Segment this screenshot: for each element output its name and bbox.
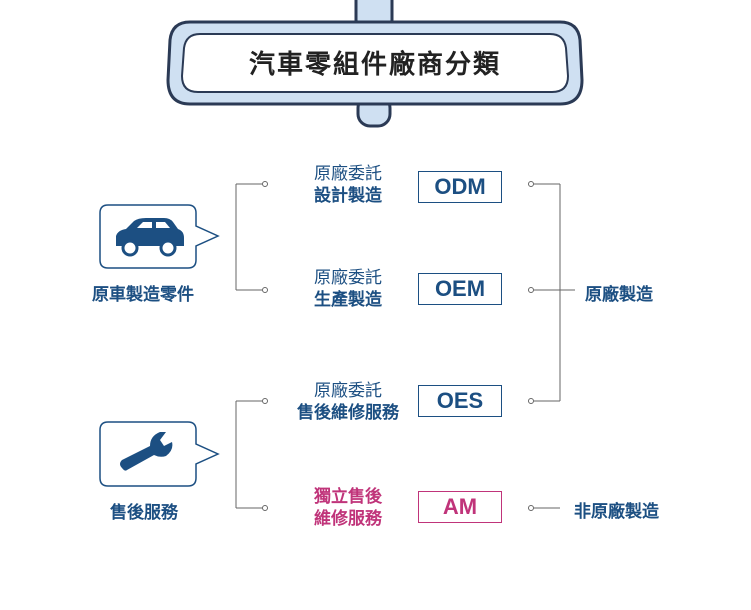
row-label-line1: 獨立售後	[314, 487, 382, 507]
category-oem-parts: 原車製造零件	[92, 285, 194, 305]
code-box-odm: ODM	[418, 171, 502, 203]
row-label-oes: 原廠委託 售後維修服務	[283, 380, 413, 424]
code-box-oem: OEM	[418, 273, 502, 305]
row-label-line1: 原廠委託	[314, 268, 382, 288]
car-icon	[116, 218, 184, 257]
category-original-mfg: 原廠製造	[585, 285, 653, 305]
left-bracket-bottom	[235, 398, 268, 511]
row-label-line2: 售後維修服務	[297, 403, 399, 423]
code-box-am: AM	[418, 491, 502, 523]
mirror-frame	[166, 0, 584, 128]
page-title: 汽車零組件廠商分類	[248, 49, 501, 80]
row-label-odm: 原廠委託 設計製造	[283, 163, 413, 207]
row-label-line1: 原廠委託	[314, 164, 382, 184]
row-label-line2: 生產製造	[314, 290, 382, 310]
category-after-service: 售後服務	[110, 503, 178, 523]
row-label-line2: 設計製造	[314, 186, 382, 206]
row-label-line1: 原廠委託	[314, 381, 382, 401]
category-non-original-mfg: 非原廠製造	[574, 502, 659, 522]
row-label-line2: 維修服務	[314, 509, 382, 529]
row-label-oem: 原廠委託 生產製造	[283, 267, 413, 311]
right-connector-am	[528, 505, 560, 511]
right-bracket	[528, 181, 575, 404]
row-label-am: 獨立售後 維修服務	[283, 486, 413, 530]
left-bracket-top	[235, 181, 268, 293]
wrench-icon	[120, 432, 173, 471]
code-box-oes: OES	[418, 385, 502, 417]
